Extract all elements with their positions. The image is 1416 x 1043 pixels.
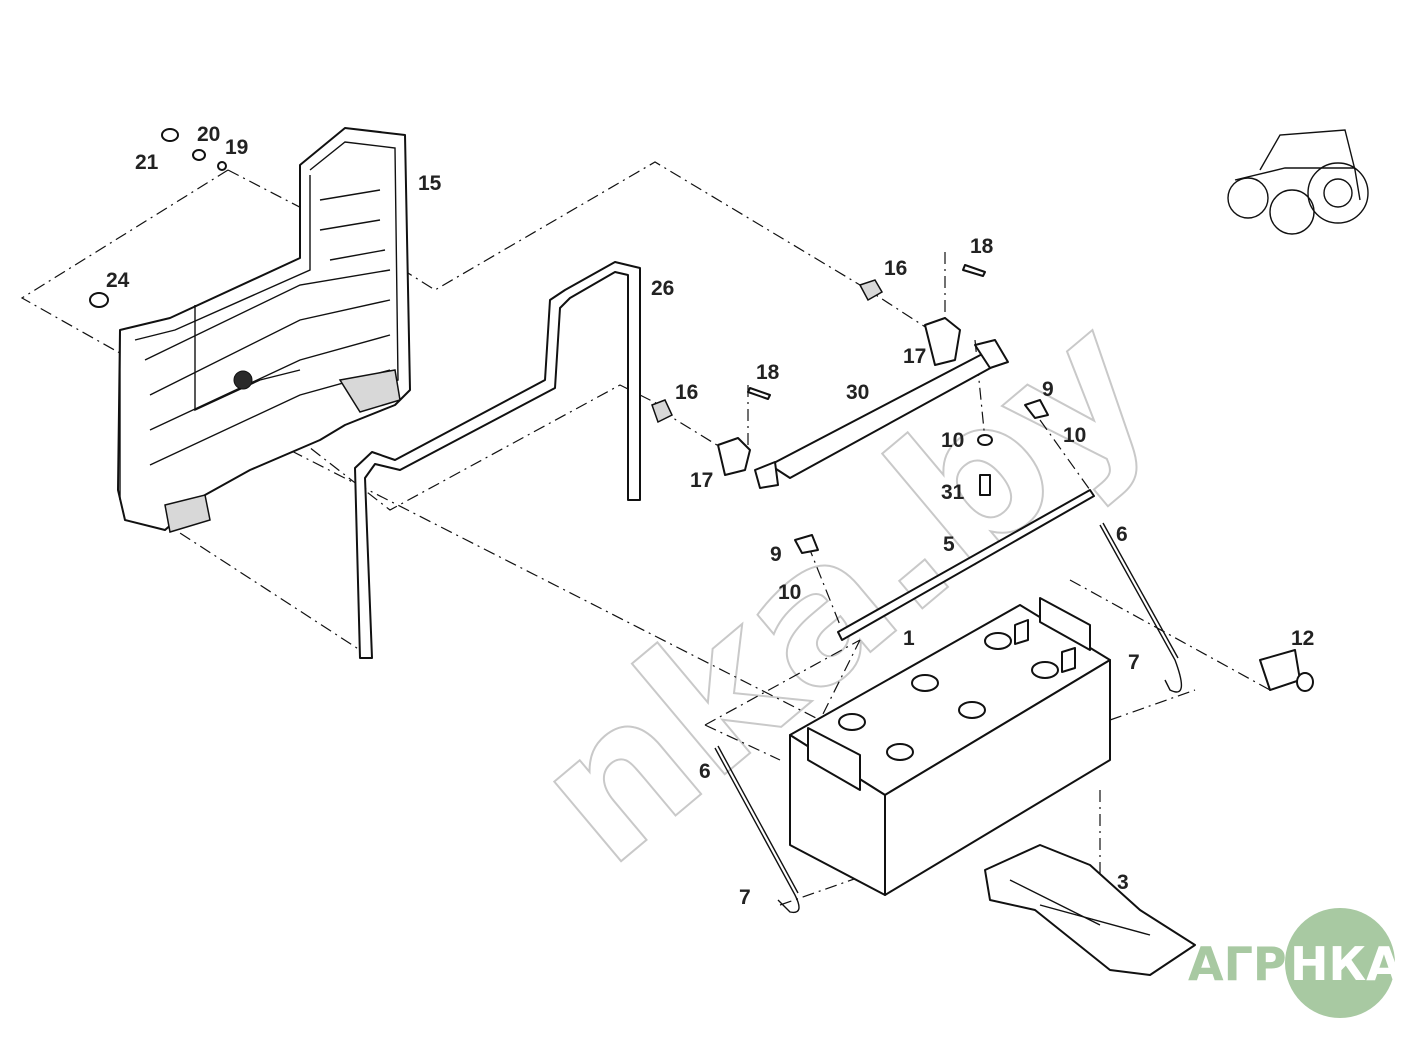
callout-16-upper: 16 — [884, 257, 907, 280]
battery — [789, 597, 1111, 896]
callout-26: 26 — [651, 277, 674, 300]
agronka-logo: АГРО НКА — [1188, 908, 1402, 1018]
callout-6-left: 6 — [699, 760, 711, 783]
callout-15: 15 — [418, 172, 442, 195]
callout-10-left: 10 — [778, 581, 801, 604]
callout-20: 20 — [197, 123, 220, 146]
callout-6-right: 6 — [1116, 523, 1128, 546]
rubber-profile — [354, 261, 641, 659]
callout-9-left: 9 — [770, 543, 782, 566]
callout-19: 19 — [225, 136, 248, 159]
callout-5: 5 — [943, 533, 955, 556]
tractor-icon — [1227, 129, 1369, 235]
cover-fasteners — [89, 128, 227, 308]
callout-10-right: 10 — [1063, 424, 1086, 447]
callout-1: 1 — [903, 627, 915, 650]
callout-17-upper: 17 — [903, 345, 926, 368]
callout-31: 31 — [941, 481, 965, 504]
callout-18-lower: 18 — [756, 361, 780, 384]
callout-30: 30 — [846, 381, 869, 404]
tie-rods — [714, 489, 1183, 914]
logo-text-left: АГРО — [1188, 937, 1326, 991]
clamps-and-screws — [651, 264, 1314, 692]
callout-16-lower: 16 — [675, 381, 698, 404]
battery-cover — [117, 127, 411, 533]
hold-down-bar — [754, 339, 1009, 489]
callout-7-right: 7 — [1128, 651, 1140, 674]
callout-9-right: 9 — [1042, 378, 1054, 401]
callout-10-upper: 10 — [941, 429, 964, 452]
callout-21: 21 — [135, 151, 159, 174]
callout-24: 24 — [106, 269, 130, 292]
callout-18-upper: 18 — [970, 235, 994, 258]
battery-tray — [984, 844, 1196, 976]
callout-12: 12 — [1291, 627, 1314, 650]
logo-text-right: НКА — [1290, 937, 1402, 991]
callout-17-lower: 17 — [690, 469, 713, 492]
callouts: 1 3 5 6 6 7 7 9 9 10 10 10 12 15 16 16 1… — [106, 123, 1314, 909]
callout-7-left: 7 — [739, 886, 751, 909]
callout-3: 3 — [1117, 871, 1129, 894]
